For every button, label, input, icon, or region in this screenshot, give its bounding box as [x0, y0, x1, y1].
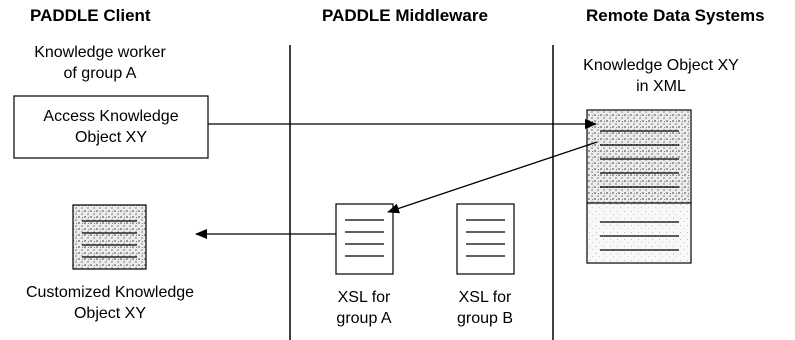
xsl-group-b-document-icon: [456, 203, 515, 275]
xsl-group-a-line2: group A: [336, 310, 392, 327]
xml-object-label: Knowledge Object XY in XML: [563, 55, 759, 97]
customized-object-line1: Customized Knowledge: [25, 284, 195, 301]
customized-document-icon: [72, 204, 147, 270]
column-header-middleware: PADDLE Middleware: [322, 6, 488, 25]
access-knowledge-line1: Access Knowledge: [43, 108, 179, 125]
xml-document-icon: [586, 109, 692, 264]
xsl-group-b-label: XSL for group B: [445, 287, 525, 329]
xsl-group-a-line1: XSL for: [337, 289, 391, 306]
actor-label: Knowledge worker of group A: [10, 42, 190, 84]
xml-object-line1: Knowledge Object XY: [583, 57, 739, 74]
arrow-remote-to-xsl: [387, 141, 598, 214]
customized-object-line2: Object XY: [73, 305, 147, 322]
column-header-client: PADDLE Client: [30, 6, 151, 25]
column-header-remote: Remote Data Systems: [586, 6, 765, 25]
xsl-group-b-line1: XSL for: [458, 289, 512, 306]
actor-label-line2: of group A: [63, 65, 137, 82]
customized-object-label: Customized Knowledge Object XY: [20, 282, 200, 324]
actor-label-line1: Knowledge worker: [34, 44, 166, 61]
xsl-group-b-line2: group B: [456, 310, 514, 327]
access-knowledge-line2: Object XY: [74, 129, 148, 146]
access-knowledge-label: Access Knowledge Object XY: [14, 106, 208, 148]
xml-object-line2: in XML: [636, 78, 686, 95]
access-knowledge-box: [13, 95, 209, 159]
xsl-group-a-document-icon: [335, 203, 394, 275]
xsl-group-a-label: XSL for group A: [324, 287, 404, 329]
